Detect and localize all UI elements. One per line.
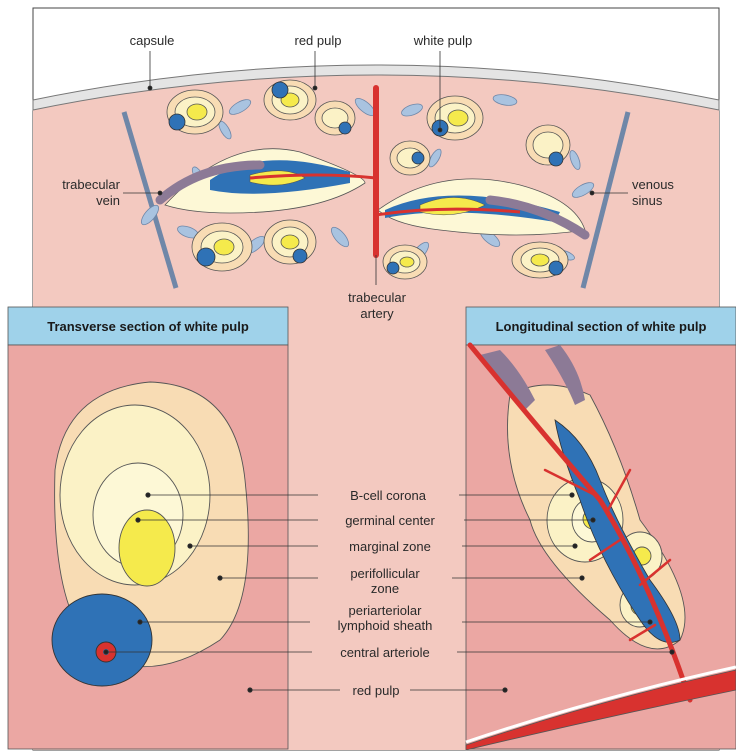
label-marginal-zone: marginal zone bbox=[349, 539, 431, 554]
label-pals-1: periarteriolar bbox=[349, 603, 423, 618]
label-red-pulp-bottom: red pulp bbox=[353, 683, 400, 698]
longitudinal-title: Longitudinal section of white pulp bbox=[496, 319, 707, 334]
label-white-pulp: white pulp bbox=[413, 33, 473, 48]
label-perifollicular-2: zone bbox=[371, 581, 399, 596]
germinal-center bbox=[119, 510, 175, 586]
transverse-title: Transverse section of white pulp bbox=[47, 319, 249, 334]
label-venous-sinus-1: venous bbox=[632, 177, 674, 192]
transverse-panel: Transverse section of white pulp bbox=[8, 307, 288, 749]
label-trabecular-vein-2: vein bbox=[96, 193, 120, 208]
label-venous-sinus-2: sinus bbox=[632, 193, 663, 208]
label-trabecular-vein-1: trabecular bbox=[62, 177, 120, 192]
label-b-cell-corona: B-cell corona bbox=[350, 488, 427, 503]
label-capsule: capsule bbox=[130, 33, 175, 48]
label-perifollicular-1: perifollicular bbox=[350, 566, 420, 581]
label-pals-2: lymphoid sheath bbox=[338, 618, 433, 633]
pals bbox=[52, 594, 152, 686]
label-trabecular-artery-1: trabecular bbox=[348, 290, 406, 305]
longitudinal-panel: Longitudinal section of white pulp bbox=[466, 307, 736, 750]
label-red-pulp-top: red pulp bbox=[295, 33, 342, 48]
label-central-arteriole: central arteriole bbox=[340, 645, 430, 660]
label-germinal-center: germinal center bbox=[345, 513, 435, 528]
label-trabecular-artery-2: artery bbox=[360, 306, 394, 321]
